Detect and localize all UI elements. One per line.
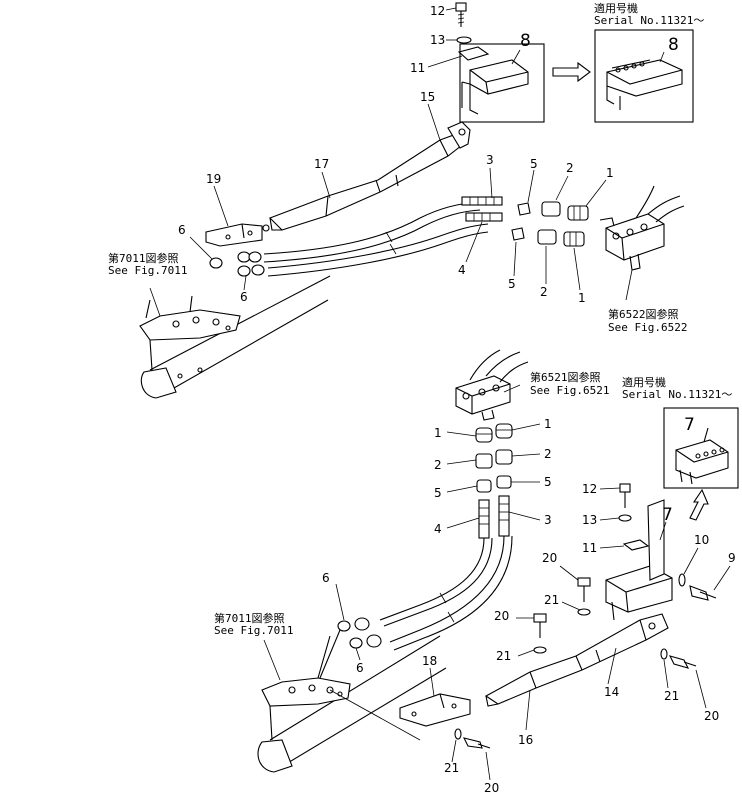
callout-1-top-b: 1 xyxy=(578,291,586,305)
boom-top xyxy=(149,275,331,371)
callout-9: 9 xyxy=(728,551,736,565)
bolt-12 xyxy=(455,2,467,27)
callout-6-top-b: 6 xyxy=(240,290,248,304)
callout-21-bottom-b: 21 xyxy=(496,649,511,663)
callout-3-bottom: 3 xyxy=(544,513,552,527)
callout-1-top-a: 1 xyxy=(606,166,614,180)
arrow-to-inset-7 xyxy=(689,488,709,521)
hose-right-bottom xyxy=(389,535,505,643)
ref-6521-line1: 第6521図参照 xyxy=(530,370,601,384)
callout-8-top: 8 xyxy=(520,31,531,51)
bar-15-17 xyxy=(269,131,467,231)
ref-6521-line2: See Fig.6521 xyxy=(530,384,609,397)
bracket-19 xyxy=(205,223,263,247)
callout-21-bottom-d: 21 xyxy=(444,761,459,775)
callout-12-bottom: 12 xyxy=(582,482,597,496)
ref-6522-line2: See Fig.6522 xyxy=(608,321,687,334)
inset-label-7: 7 xyxy=(684,415,695,435)
callout-10: 10 xyxy=(694,533,709,547)
callout-5-bottom-r: 5 xyxy=(544,475,552,489)
top-assembly: 12 13 11 8 15 17 19 3 5 2 1 6 6 4 5 2 1 … xyxy=(108,1,704,399)
inset-box-8 xyxy=(594,29,694,123)
callout-14: 14 xyxy=(604,685,619,699)
boom-bottom xyxy=(269,635,441,741)
callout-13-top: 13 xyxy=(430,33,445,47)
callout-2-bottom-r: 2 xyxy=(544,447,552,461)
callout-5-bottom-l: 5 xyxy=(434,486,442,500)
callout-4-bottom: 4 xyxy=(434,522,442,536)
callout-20-bottom-c: 20 xyxy=(704,709,719,723)
ref-7011-bottom-line1: 第7011図参照 xyxy=(214,611,285,625)
serial-note-bottom-line2: Serial No.11321～ xyxy=(622,388,732,401)
callout-11-bottom: 11 xyxy=(582,541,597,555)
plate-11-bottom xyxy=(622,539,650,551)
callout-21-bottom-c: 21 xyxy=(664,689,679,703)
arrow-to-inset-8 xyxy=(552,61,591,83)
hose-lower-top xyxy=(267,223,489,269)
callout-13-bottom: 13 xyxy=(582,513,597,527)
ref-7011-bottom-line2: See Fig.7011 xyxy=(214,624,293,637)
callout-12-top: 12 xyxy=(430,4,445,18)
callout-20-bottom-b: 20 xyxy=(494,609,509,623)
callout-19: 19 xyxy=(206,172,221,186)
inset-box-7 xyxy=(663,407,739,489)
callout-1-bottom-r: 1 xyxy=(544,417,552,431)
callout-5-top-b: 5 xyxy=(508,277,516,291)
serial-note-top-line1: 適用号機 xyxy=(594,1,638,15)
hose-upper-top xyxy=(263,201,481,255)
callout-2-bottom-l: 2 xyxy=(434,458,442,472)
callout-6-bottom-b: 6 xyxy=(356,661,364,675)
inset-label-8: 8 xyxy=(668,35,679,55)
callout-5-top-a: 5 xyxy=(530,157,538,171)
ref-7011-top-line2: See Fig.7011 xyxy=(108,264,187,277)
ref-6522-line1: 第6522図参照 xyxy=(608,307,679,321)
serial-note-bottom-line1: 適用号機 xyxy=(622,375,666,389)
callout-11-top: 11 xyxy=(410,61,425,75)
serial-note-top-line2: Serial No.11321～ xyxy=(594,14,704,27)
callout-3-top: 3 xyxy=(486,153,494,167)
bracket-8-box xyxy=(459,43,545,123)
valve-block-6522 xyxy=(605,213,665,261)
bottom-assembly: 1 2 5 4 1 2 5 3 12 13 11 7 10 9 20 21 20… xyxy=(214,349,739,795)
washer-13 xyxy=(456,36,472,44)
callout-20-bottom-a: 20 xyxy=(542,551,557,565)
callout-15: 15 xyxy=(420,90,435,104)
plate-11 xyxy=(457,46,490,61)
bracket-18 xyxy=(399,693,471,727)
callout-1-bottom-l: 1 xyxy=(434,426,442,440)
callout-6-bottom-a: 6 xyxy=(322,571,330,585)
callout-2-top-a: 2 xyxy=(566,161,574,175)
callout-7-bottom: 7 xyxy=(662,505,673,525)
callout-21-bottom-a: 21 xyxy=(544,593,559,607)
callout-16: 16 xyxy=(518,733,533,747)
callout-18: 18 xyxy=(422,654,437,668)
callout-2-top-b: 2 xyxy=(540,285,548,299)
callout-17: 17 xyxy=(314,157,329,171)
callout-20-bottom-d: 20 xyxy=(484,781,499,795)
hose-left-bottom xyxy=(379,537,485,621)
ref-7011-top-line1: 第7011図参照 xyxy=(108,251,179,265)
callout-6-top-a: 6 xyxy=(178,223,186,237)
callout-4-top: 4 xyxy=(458,263,466,277)
